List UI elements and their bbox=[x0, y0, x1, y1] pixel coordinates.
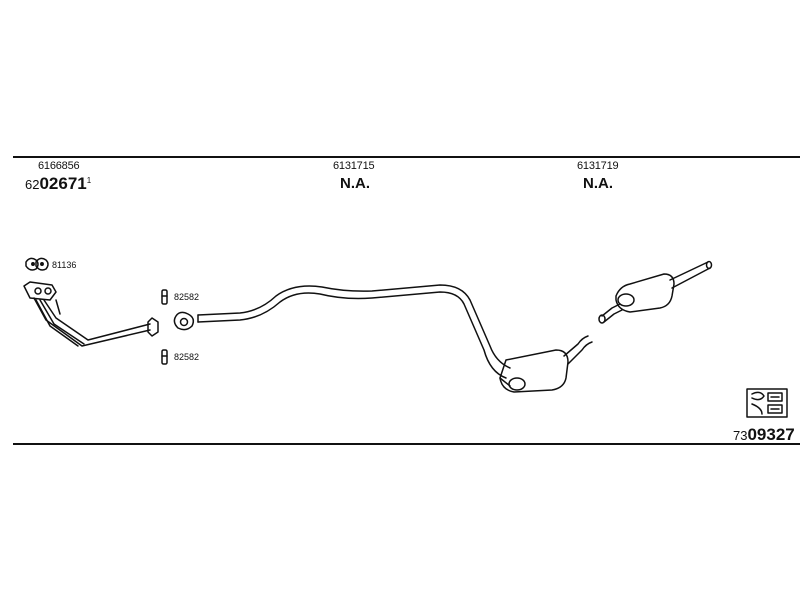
rear-silencer-part-number: 6131719 bbox=[577, 160, 619, 172]
gasket-part-label: 81136 bbox=[52, 260, 77, 270]
flange-gasket bbox=[173, 311, 195, 331]
fitting-info-icon bbox=[746, 388, 788, 418]
gasket-icon bbox=[25, 257, 49, 271]
kit-number: 62026711 bbox=[25, 174, 91, 194]
rear-silencer bbox=[598, 260, 713, 324]
front-flange bbox=[147, 317, 159, 337]
middle-availability: N.A. bbox=[340, 175, 370, 192]
rear-availability: N.A. bbox=[583, 175, 613, 192]
front-pipe-part-number: 6166856 bbox=[38, 160, 80, 172]
clamp-part-label-bottom: 82582 bbox=[174, 352, 200, 362]
kit-number-prefix: 62 bbox=[25, 177, 40, 192]
clamp-icon bbox=[161, 289, 168, 365]
set-number-prefix: 73 bbox=[733, 428, 748, 443]
middle-silencer-part-number: 6131715 bbox=[333, 160, 375, 172]
clamp-part-label-top: 82582 bbox=[174, 292, 200, 302]
exhaust-set-number: 7309327 bbox=[733, 425, 795, 445]
front-pipe bbox=[23, 281, 151, 347]
header-divider bbox=[13, 156, 800, 158]
kit-number-main: 02671 bbox=[39, 174, 87, 193]
set-number-main: 09327 bbox=[747, 425, 795, 444]
intermediate-pipe bbox=[197, 284, 511, 379]
footer-divider bbox=[13, 443, 800, 445]
middle-silencer bbox=[499, 335, 593, 393]
kit-number-suffix: 1 bbox=[86, 176, 92, 185]
